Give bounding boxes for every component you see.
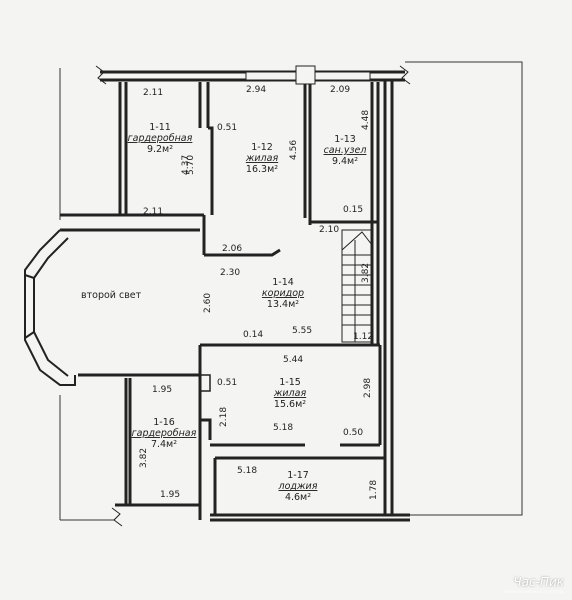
dimension-label: 1.78 xyxy=(369,480,379,500)
dimension-label: 1.95 xyxy=(152,385,172,395)
room-name: коридор xyxy=(262,288,304,299)
dimension-label: 5.44 xyxy=(283,355,303,365)
dimension-label: 2.30 xyxy=(220,268,240,278)
dimension-label: 4.56 xyxy=(289,140,299,160)
dimension-label: 3.82 xyxy=(139,448,149,468)
dimension-label: 3.82 xyxy=(361,263,371,283)
staircase xyxy=(341,229,373,343)
room-id: 1-11 xyxy=(149,122,171,133)
room-name: жилая xyxy=(273,388,307,399)
dimension-label: 0.14 xyxy=(243,330,263,340)
room-area: 4.6м² xyxy=(285,492,311,503)
dimension-label: 4.48 xyxy=(361,110,371,130)
room-name: гардеробная xyxy=(132,428,197,439)
dimension-label: 1.95 xyxy=(160,490,180,500)
dimension-label: 1.12 xyxy=(353,332,373,342)
dimension-label: 2.98 xyxy=(363,378,373,398)
dimension-label: 5.18 xyxy=(273,423,293,433)
dimension-label: 5.70 xyxy=(186,155,196,175)
room-area: 15.6м² xyxy=(274,399,306,410)
dimension-label: 0.51 xyxy=(217,123,237,133)
bay-window xyxy=(24,229,76,386)
dimension-label: 2.10 xyxy=(319,225,339,235)
dimension-label: 2.09 xyxy=(330,85,350,95)
room-area: 13.4м² xyxy=(267,299,299,310)
walls xyxy=(60,70,410,522)
dimension-labels: 2.11 2.94 2.09 4.48 0.51 5.704.37 4.56 2.11 0.15… xyxy=(139,85,379,500)
dimension-label: 5.55 xyxy=(292,326,312,336)
break-marks xyxy=(95,65,411,527)
dimension-label: 2.94 xyxy=(246,85,266,95)
room-id: 1-16 xyxy=(153,417,175,428)
dimension-label: 5.18 xyxy=(237,466,257,476)
room-area: 9.2м² xyxy=(147,144,173,155)
dimension-label: 4.37 xyxy=(181,155,191,175)
dimension-label: 2.60 xyxy=(203,293,213,313)
dimension-label: 2.06 xyxy=(222,244,242,254)
room-area: 9.4м² xyxy=(332,156,358,167)
dimension-label: 0.15 xyxy=(343,205,363,215)
dimension-label: 2.18 xyxy=(219,407,229,427)
dimension-label: 2.11 xyxy=(143,207,163,217)
room-id: 1-17 xyxy=(287,470,309,481)
room-area: 7.4м² xyxy=(151,439,177,450)
room-id: 1-14 xyxy=(272,277,294,288)
room-name: лоджия xyxy=(278,481,318,492)
room-id: 1-13 xyxy=(334,134,356,145)
watermark-subtitle: информационное агентство xyxy=(504,589,564,594)
watermark: Час-Пик информационное агентство xyxy=(504,575,564,594)
watermark-title: Час-Пик xyxy=(513,575,564,589)
dimension-label: 2.11 xyxy=(143,88,163,98)
outer-frame xyxy=(59,61,523,521)
room-name: жилая xyxy=(245,153,279,164)
room-name: сан.узел xyxy=(324,145,367,156)
windows xyxy=(245,65,371,85)
dimension-label: 0.50 xyxy=(343,428,363,438)
void-label: второй свет xyxy=(81,290,142,301)
room-area: 16.3м² xyxy=(246,164,278,175)
room-name: гардеробная xyxy=(128,133,193,144)
columns xyxy=(199,374,211,392)
room-id: 1-12 xyxy=(251,142,273,153)
dimension-label: 0.51 xyxy=(217,378,237,388)
room-id: 1-15 xyxy=(279,377,301,388)
